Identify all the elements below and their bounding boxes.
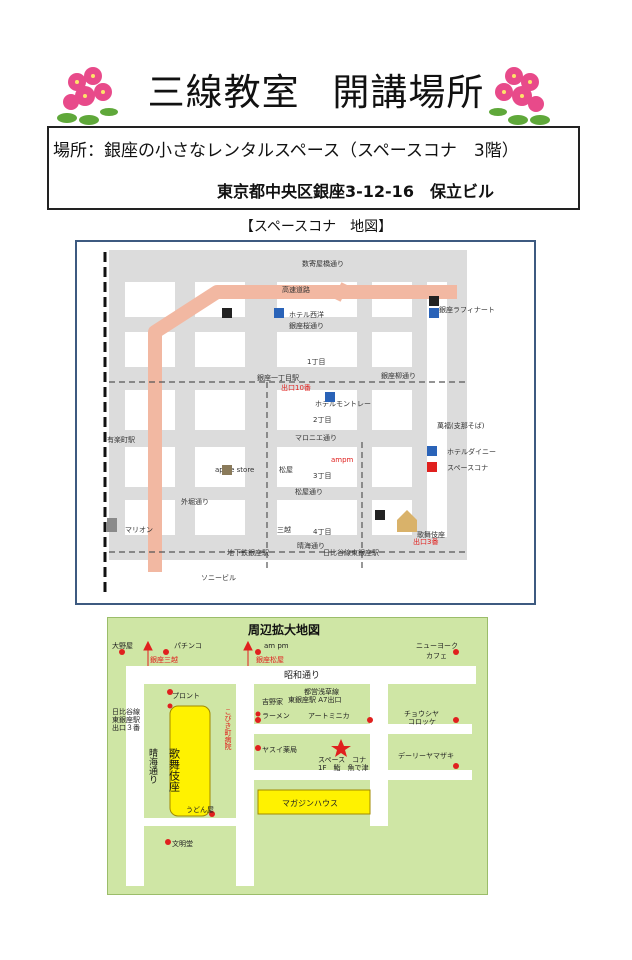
map-label: 2丁目 — [313, 416, 331, 424]
map-label: 歌舞伎座 — [417, 530, 445, 539]
title-part-2: 開講場所 — [332, 71, 485, 114]
flower-icon — [57, 67, 118, 125]
area-map-drawing: 数寄屋橋通り 高速道路 ホテル西洋 銀座桜通り 銀座ラフィナート 1丁目 銀座柳… — [77, 242, 534, 603]
map-label: ホテル西洋 — [289, 310, 324, 319]
map-label: ampm — [331, 456, 354, 464]
detail-label-kabukiza: 歌舞伎座 — [168, 747, 181, 792]
hotel-icon — [429, 308, 439, 318]
parking-icon — [375, 510, 385, 520]
detail-label: スペース コナ — [318, 756, 366, 764]
detail-map-drawing: 周辺拡大地図 大野屋 パチンコ am pm ニューヨーク カ — [112, 622, 476, 886]
map-label: 地下鉄銀座駅 — [227, 548, 269, 557]
space-kona-star-icon — [331, 739, 351, 757]
map-label: 4丁目 — [313, 528, 331, 536]
map-label: 晴海通り — [297, 541, 325, 550]
map-label: スペースコナ — [447, 464, 488, 472]
detail-label-kobikicho: こびき町病院 — [224, 708, 232, 751]
map-label: apple store — [215, 466, 254, 474]
detail-label: 出口３番 — [112, 723, 140, 732]
detail-label: 銀座松屋 — [256, 655, 284, 664]
map-label: 銀座ラフィナート — [439, 305, 495, 314]
parking-icon — [429, 296, 439, 306]
detail-label: うどん屋 — [186, 806, 214, 814]
map-label: 高速道路 — [282, 285, 310, 294]
hotel-icon — [274, 308, 284, 318]
detail-map-title: 周辺拡大地図 — [248, 622, 320, 637]
detail-label: 日比谷線 — [112, 707, 140, 716]
detail-label: ニューヨーク — [416, 642, 458, 650]
kabukiza-building — [169, 705, 211, 817]
detail-label: プロント — [172, 692, 200, 700]
detail-label: 文明堂 — [172, 839, 193, 848]
map-label: ホテルモントレー — [315, 400, 371, 408]
detail-label: 東銀座駅 — [112, 715, 140, 724]
map-label: 1丁目 — [307, 358, 325, 366]
map-label: 萬福(支那そば) — [437, 421, 485, 430]
map-label: 3丁目 — [313, 472, 331, 480]
map-label: 日比谷線東銀座駅 — [323, 548, 379, 557]
detail-label: am pm — [264, 642, 289, 650]
map-label: ホテルダイニー — [447, 447, 496, 456]
detail-label: チョウシヤ — [404, 710, 439, 718]
detail-label: 昭和通り — [284, 670, 320, 681]
detail-label: カフェ — [426, 652, 447, 660]
parking-icon — [222, 308, 232, 318]
map-label: 銀座柳通り — [381, 371, 416, 380]
detail-label: パチンコ — [174, 642, 202, 650]
map-label: 外堀通り — [181, 497, 209, 506]
hotel-icon — [325, 392, 335, 402]
map-label: 出口3番 — [413, 537, 438, 546]
space-kona-marker-icon — [427, 462, 437, 472]
map-label: 松屋 — [279, 465, 293, 474]
detail-label: 大野屋 — [112, 641, 133, 650]
detail-label: 都営浅草線 — [304, 687, 339, 696]
detail-label: コロッケ — [408, 718, 436, 726]
map-label: 出口10番 — [281, 383, 311, 392]
detail-label-harumi: 晴海通り — [147, 747, 158, 784]
detail-label: 吉野家 — [262, 697, 283, 706]
map-label: ソニービル — [201, 573, 236, 582]
detail-label: 銀座三越 — [150, 655, 178, 664]
area-map: 数寄屋橋通り 高速道路 ホテル西洋 銀座桜通り 銀座ラフィナート 1丁目 銀座柳… — [75, 240, 536, 605]
map-label: 有楽町駅 — [107, 435, 135, 444]
detail-label: 東銀座駅 A7出口 — [288, 695, 341, 704]
detail-label: ラーメン — [262, 712, 290, 720]
map-label: 松屋通り — [295, 487, 323, 496]
detail-label: 1F 鮨 魚で津 — [318, 763, 368, 772]
detail-label: マガジンハウス — [282, 798, 338, 808]
map-label: 三越 — [277, 525, 291, 534]
flower-icon — [489, 67, 550, 125]
detail-label: アートミニカ — [308, 712, 350, 720]
map-label: マリオン — [125, 526, 153, 534]
location-box: 場所：銀座の小さなレンタルスペース（スペースコナ 3階） 東京都中央区銀座3-1… — [47, 126, 580, 210]
detail-label: デーリーヤマザキ — [398, 751, 454, 760]
hotel-icon — [427, 446, 437, 456]
map-label: 数寄屋橋通り — [302, 259, 344, 268]
detail-map: 周辺拡大地図 大野屋 パチンコ am pm ニューヨーク カ — [107, 617, 488, 895]
kabukiza-building-icon — [397, 510, 417, 532]
location-text: 場所：銀座の小さなレンタルスペース（スペースコナ 3階） — [53, 141, 519, 161]
page-title: 三線教室 開講場所 — [0, 62, 632, 116]
title-part-1: 三線教室 — [147, 71, 300, 114]
magazine-house-building — [257, 789, 371, 815]
arrow-up-icon — [243, 640, 253, 666]
apple-store-building-icon — [222, 465, 232, 475]
map-label: マロニエ通り — [295, 433, 337, 442]
marion-building-icon — [107, 518, 117, 532]
address-text: 東京都中央区銀座3-12-16 保立ビル — [217, 182, 494, 201]
map-label: 銀座桜通り — [289, 321, 324, 330]
arrow-up-icon — [143, 640, 153, 666]
detail-label: ヤスイ薬局 — [262, 745, 297, 754]
map-caption: 【スペースコナ 地図】 — [239, 219, 393, 235]
map-label: 銀座一丁目駅 — [257, 373, 299, 382]
